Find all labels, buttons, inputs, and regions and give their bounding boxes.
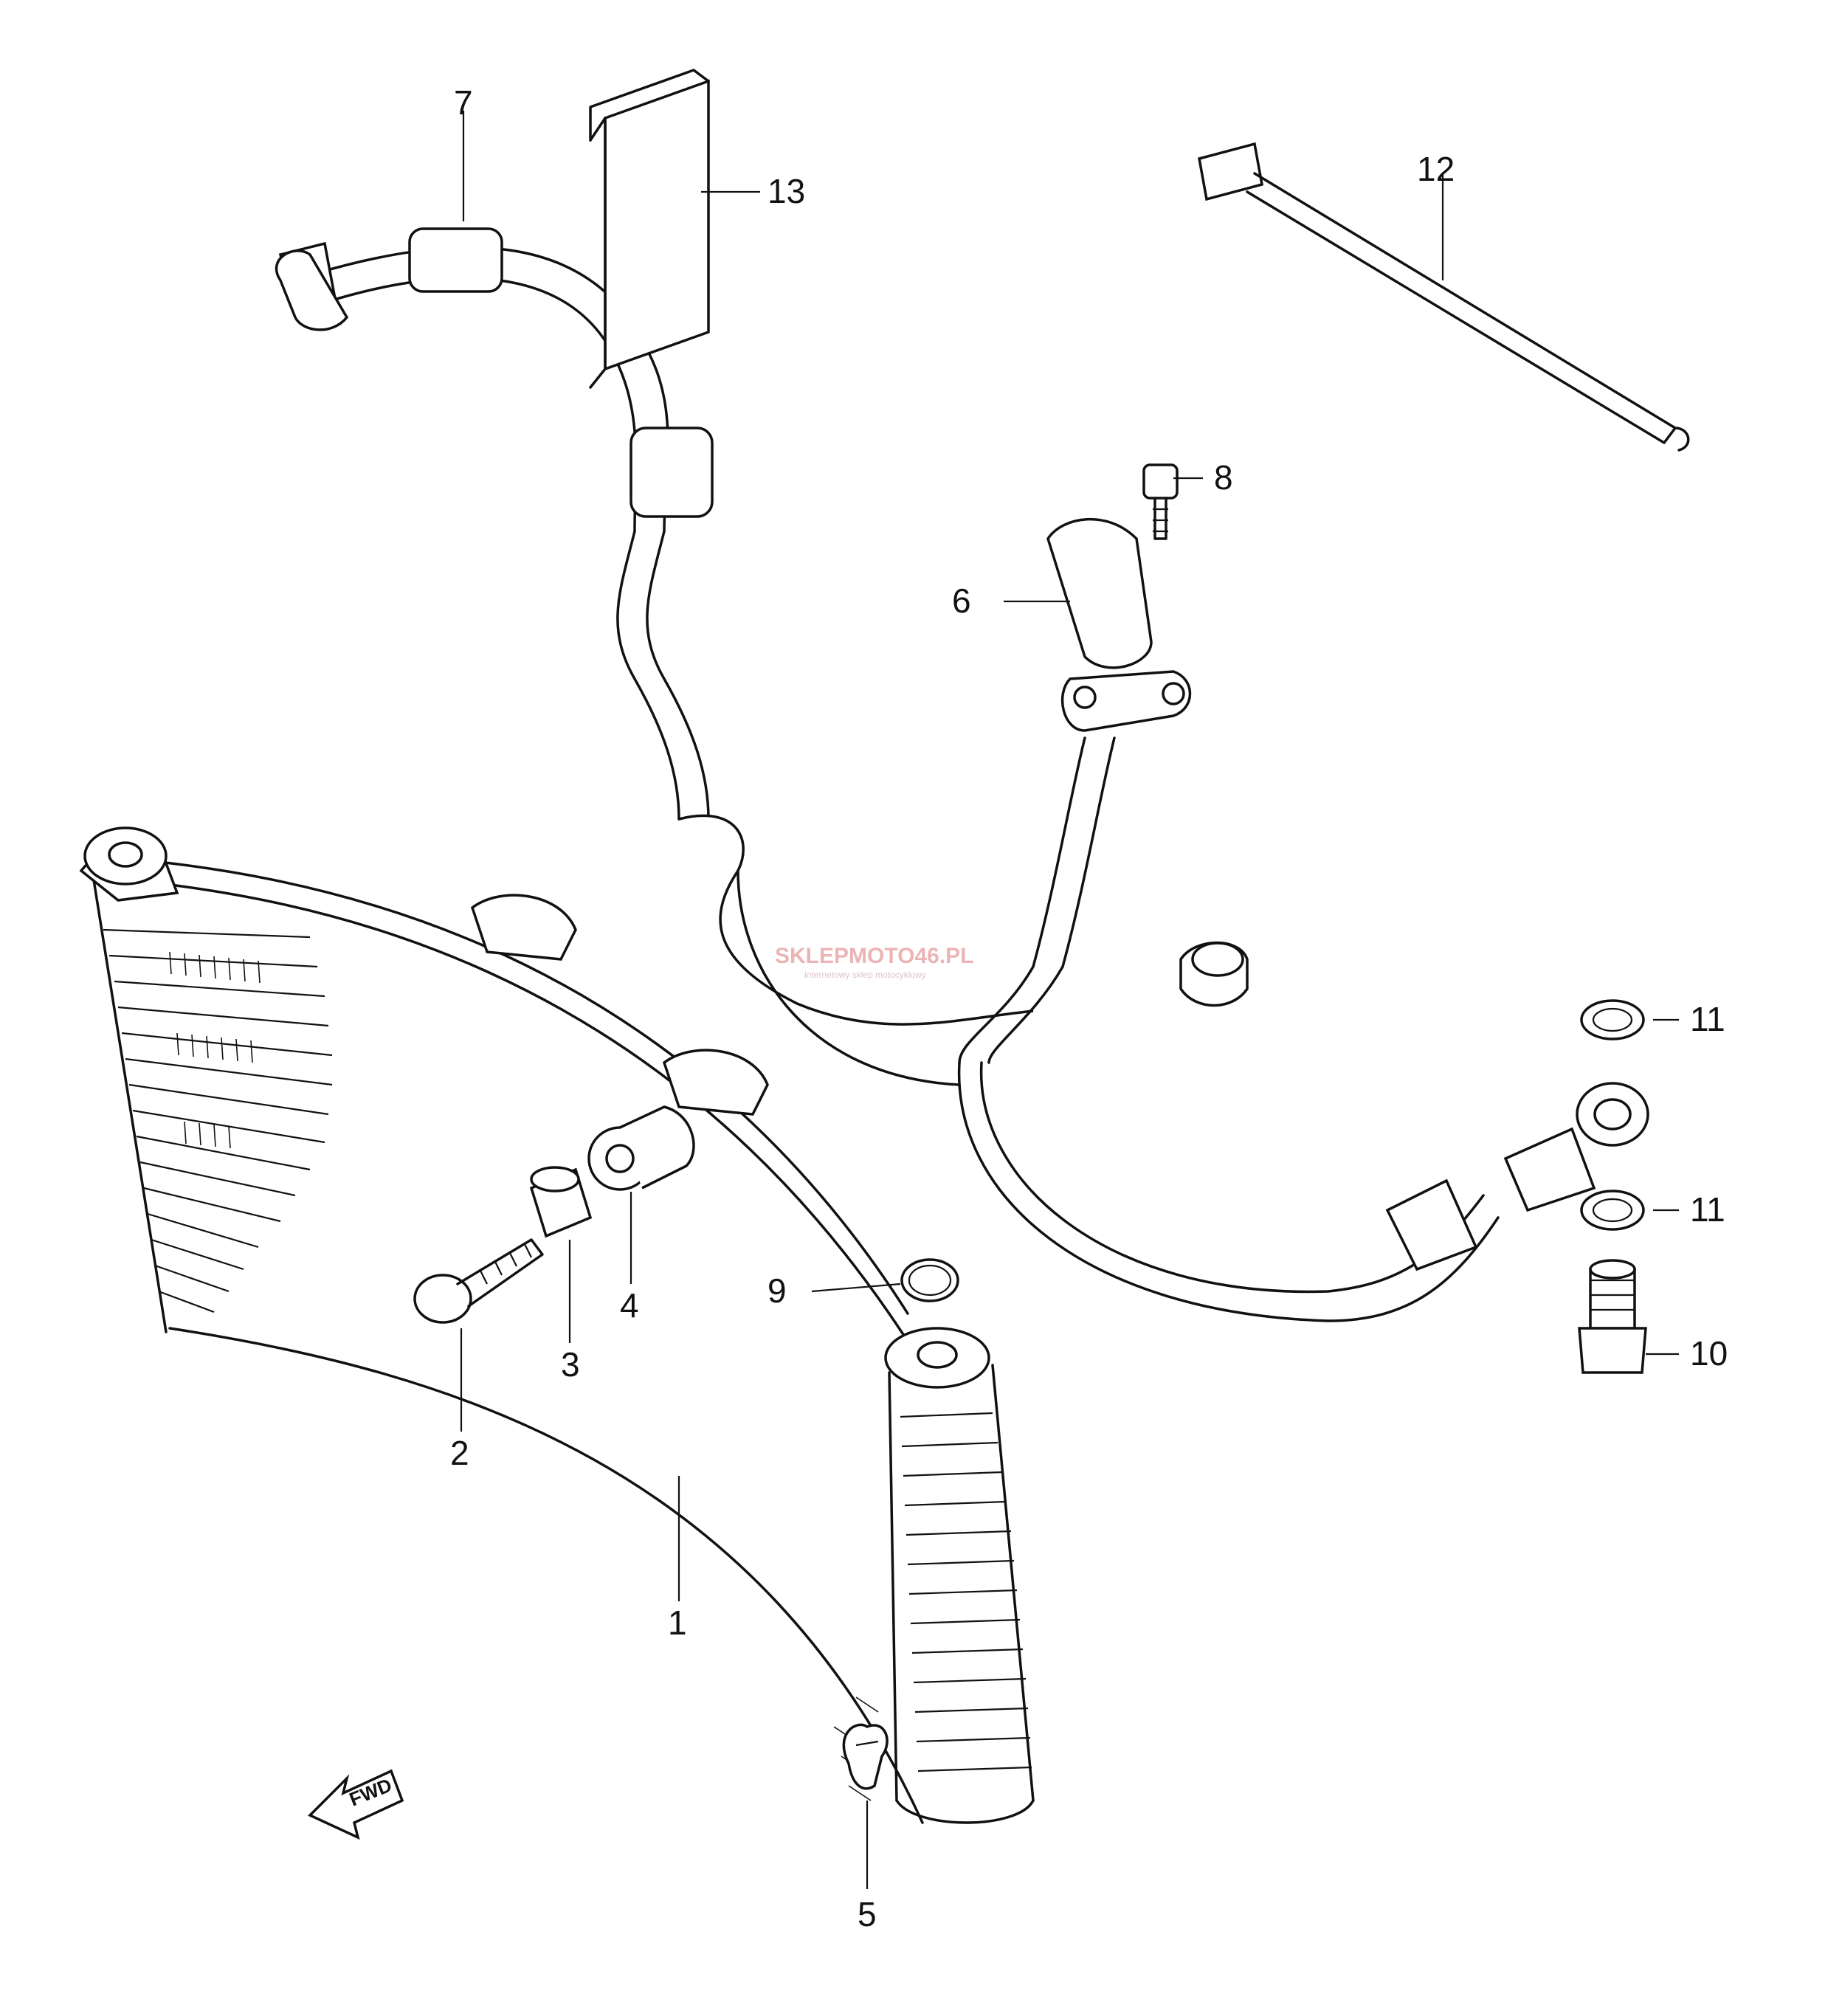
callout-13: 13 — [768, 172, 805, 210]
watermark-subtext: internetowy sklep motocyklowy — [804, 970, 926, 980]
callout-10: 10 — [1690, 1334, 1728, 1373]
callout-2: 2 — [450, 1434, 469, 1472]
left-fin-stack — [103, 928, 333, 1313]
callout-9: 9 — [768, 1271, 787, 1310]
spacer-3 — [529, 1166, 593, 1238]
watermark-text: SKLEPMOTO46.PL — [775, 944, 974, 968]
leader-lines — [460, 111, 1679, 1889]
gasket-11-lower — [1580, 1190, 1645, 1231]
union-bolt-10 — [1578, 1259, 1647, 1374]
callout-5: 5 — [858, 1895, 877, 1933]
insulator-pad — [589, 69, 710, 389]
gasket-11-upper — [1580, 999, 1645, 1040]
bolt-8 — [1142, 463, 1179, 540]
bolt-2 — [413, 1238, 544, 1324]
callout-8: 8 — [1214, 458, 1233, 497]
callout-7: 7 — [454, 83, 473, 122]
right-fin-stack — [833, 1327, 1035, 1824]
oil-hose-lower — [957, 517, 1649, 1322]
oil-hose-upper — [275, 227, 1034, 1086]
callout-3: 3 — [561, 1345, 580, 1384]
oil-cooler-part — [79, 826, 1035, 1824]
callout-1: 1 — [668, 1604, 687, 1642]
o-ring-9 — [900, 1258, 959, 1302]
cable-tie — [1197, 142, 1690, 452]
callout-11-lower: 11 — [1690, 1190, 1725, 1229]
watermark: SKLEPMOTO46.PL internetowy sklep motocyk… — [775, 944, 974, 980]
callout-labels: 7 13 12 8 6 11 11 10 9 4 3 2 1 5 — [450, 83, 1728, 1933]
callout-11-upper: 11 — [1690, 1000, 1725, 1038]
callout-6: 6 — [952, 581, 971, 620]
grommet-4 — [587, 1105, 695, 1191]
callout-12: 12 — [1417, 150, 1455, 188]
fwd-arrow: FWD — [307, 1769, 404, 1840]
clip-5 — [842, 1723, 889, 1790]
callout-4: 4 — [620, 1286, 639, 1325]
